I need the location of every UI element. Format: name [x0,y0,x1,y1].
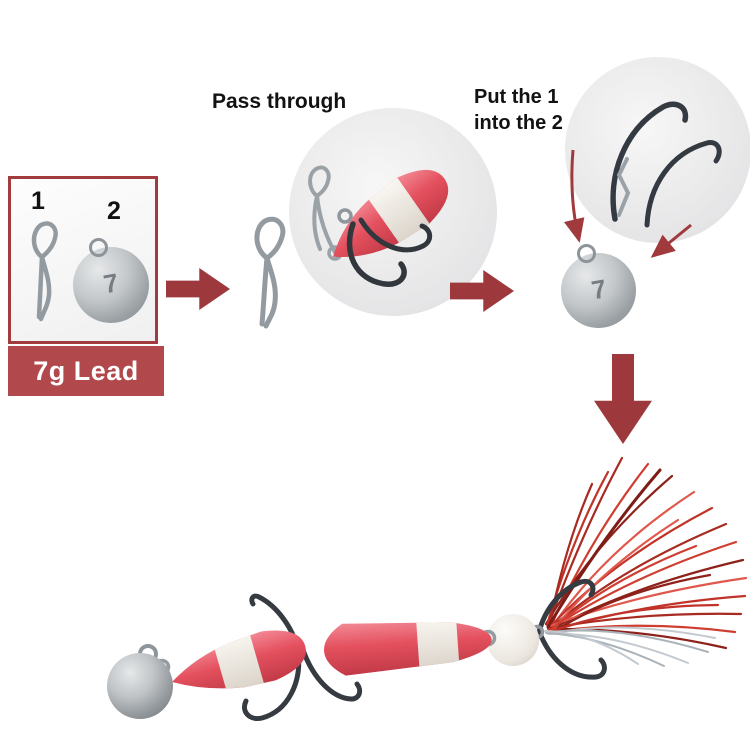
step2-title-line1: Put the 1 [474,86,559,108]
snap-clip-icon [31,221,58,322]
hook-eye-ring [337,208,353,224]
weight-banner-text: 7g Lead [33,355,139,386]
lead-jig-ball [107,653,173,719]
white-ball-segment [487,614,539,666]
step2-title: Put the 1 into the 2 [474,84,563,136]
pass-through-detail-photo [289,108,497,316]
step2-title-line2: into the 2 [474,112,563,134]
lead-ball-icon: 7 [73,238,149,323]
arrow-right-icon [166,268,230,310]
weight-banner: 7g Lead [8,346,164,396]
treble-hook [346,217,433,287]
lead-weight-marking: 7 [101,267,121,300]
kit-parts-box: 1 2 7 [8,176,158,344]
middle-foam-segment [324,613,492,676]
item-2-label: 2 [107,197,121,225]
lead-ball-icon: 7 [561,244,636,328]
tinsel-tail [544,456,748,667]
step1-title: Pass through [212,90,347,113]
snap-clip-wire [616,157,631,217]
hook-points [610,101,722,228]
pointer-arrows [563,149,692,258]
hook-detail-photo [565,57,750,243]
head-foam-segment [172,628,306,698]
snap-clip-icon [254,216,286,329]
foam-segment [333,169,449,258]
pointer-arrow-left [563,149,585,243]
pointer-arrow-right [650,223,692,258]
joint-treble-hook [242,593,363,722]
snap-clip-in-eye [308,165,338,256]
assembled-lure-photo [107,456,748,722]
item-1-label: 1 [31,187,45,215]
